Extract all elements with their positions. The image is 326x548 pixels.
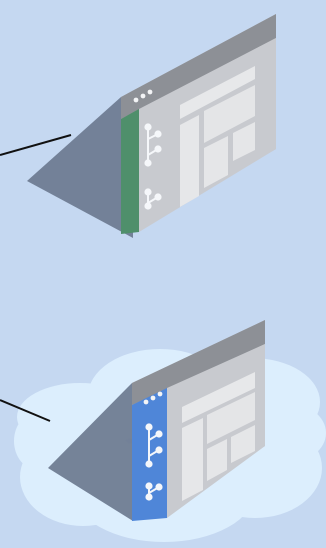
window-dots-icon <box>158 392 163 397</box>
lower-content-tile <box>182 418 203 501</box>
upper-content-tile <box>180 115 199 207</box>
upper-shadow <box>27 97 133 238</box>
upper-app-window <box>121 14 276 234</box>
window-dots-icon <box>148 90 153 95</box>
window-dots-icon <box>144 400 149 405</box>
upper-sidebar <box>121 109 139 234</box>
window-dots-icon <box>134 98 139 103</box>
window-dots-icon <box>141 94 146 99</box>
window-dots-icon <box>151 396 156 401</box>
